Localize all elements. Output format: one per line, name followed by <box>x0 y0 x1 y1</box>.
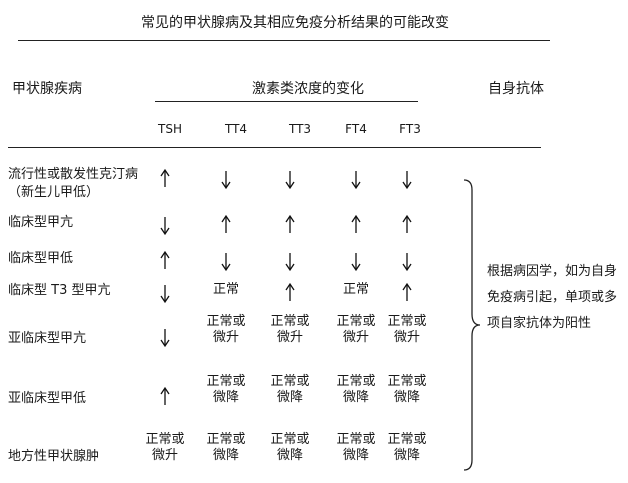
arrow-down-icon <box>221 171 231 190</box>
arrow-down-icon <box>160 217 170 236</box>
arrow-up-icon <box>351 214 361 233</box>
antibody-note-line: 根据病因学，如为自身 <box>487 264 618 279</box>
table-title: 常见的甲状腺病及其相应免疫分析结果的可能改变 <box>141 15 449 31</box>
arrow-up-icon <box>402 214 412 233</box>
table-cell-text: 正常或 微降 <box>387 374 427 405</box>
row-label: 临床型甲亢 <box>8 214 73 232</box>
arrow-down-icon <box>351 253 361 272</box>
arrow-down-icon <box>160 329 170 348</box>
hormone-group-rule <box>155 101 418 102</box>
table-cell-text: 正常或 微升 <box>387 314 427 345</box>
table-cell-text: 正常或 微降 <box>270 374 310 405</box>
arrow-down-icon <box>221 253 231 272</box>
table-cell-text: 正常或 微降 <box>387 432 427 463</box>
row-label: 地方性甲状腺肿 <box>8 448 99 466</box>
row-label-line: 地方性甲状腺肿 <box>8 449 100 464</box>
antibody-column-header: 自身抗体 <box>488 81 544 97</box>
right-brace <box>463 179 481 471</box>
table-cell-text: 正常或 微升 <box>206 314 246 345</box>
arrow-down-icon <box>402 171 412 190</box>
antibody-note-line: 免疫病引起，单项或多 <box>487 290 618 305</box>
row-label-line: 临床型甲低 <box>8 251 74 266</box>
arrow-down-icon <box>285 171 295 190</box>
row-label-line: 流行性或散发性克汀病 <box>8 167 139 182</box>
arrow-up-icon <box>160 168 170 187</box>
hormone-header-tt4: TT4 <box>224 122 248 136</box>
disease-column-header: 甲状腺疾病 <box>12 81 82 97</box>
table-cell-text: 正常或 微升 <box>336 314 376 345</box>
table-cell-text: 正常或 微降 <box>336 374 376 405</box>
arrow-up-icon <box>285 282 295 301</box>
row-label-line: 亚临床型甲亢 <box>8 331 87 346</box>
hormone-header-ft4: FT4 <box>345 122 367 136</box>
hormone-group-header: 激素类浓度的变化 <box>252 81 364 97</box>
arrow-down-icon <box>402 253 412 272</box>
table-cell-text: 正常 <box>342 282 369 297</box>
hormone-header-ft3: FT3 <box>399 122 421 136</box>
arrow-down-icon <box>351 171 361 190</box>
row-label: 临床型甲低 <box>8 250 73 268</box>
arrow-up-icon <box>402 282 412 301</box>
row-label-line: 临床型 T3 型甲亢 <box>8 283 111 298</box>
row-label: 流行性或散发性克汀病 （新生儿甲低） <box>8 166 138 202</box>
table-cell-text: 正常或 微升 <box>145 432 185 463</box>
row-label-line: 临床型甲亢 <box>8 215 74 230</box>
table-cell-text: 正常或 微降 <box>336 432 376 463</box>
antibody-note-line: 项自家抗体为阳性 <box>487 316 592 331</box>
title-rule <box>18 40 550 41</box>
table-cell-text: 正常或 微升 <box>270 314 310 345</box>
arrow-down-icon <box>160 285 170 304</box>
table-cell-text: 正常或 微降 <box>206 432 246 463</box>
header-bottom-rule <box>8 147 541 148</box>
table-cell-text: 正常 <box>212 282 239 297</box>
row-label: 亚临床型甲低 <box>8 390 86 408</box>
antibody-note: 根据病因学，如为自身 免疫病引起，单项或多 项自家抗体为阳性 <box>487 259 628 337</box>
arrow-up-icon <box>160 250 170 269</box>
arrow-up-icon <box>221 214 231 233</box>
table-cell-text: 正常或 微降 <box>270 432 310 463</box>
row-label: 亚临床型甲亢 <box>8 330 86 348</box>
row-label-line: 亚临床型甲低 <box>8 391 87 406</box>
arrow-down-icon <box>285 253 295 272</box>
arrow-up-icon <box>160 386 170 405</box>
row-label-line: （新生儿甲低） <box>8 185 100 200</box>
hormone-header-tt3: TT3 <box>288 122 312 136</box>
arrow-up-icon <box>285 214 295 233</box>
hormone-header-tsh: TSH <box>158 122 182 136</box>
row-label: 临床型 T3 型甲亢 <box>8 282 110 300</box>
table-cell-text: 正常或 微降 <box>206 374 246 405</box>
